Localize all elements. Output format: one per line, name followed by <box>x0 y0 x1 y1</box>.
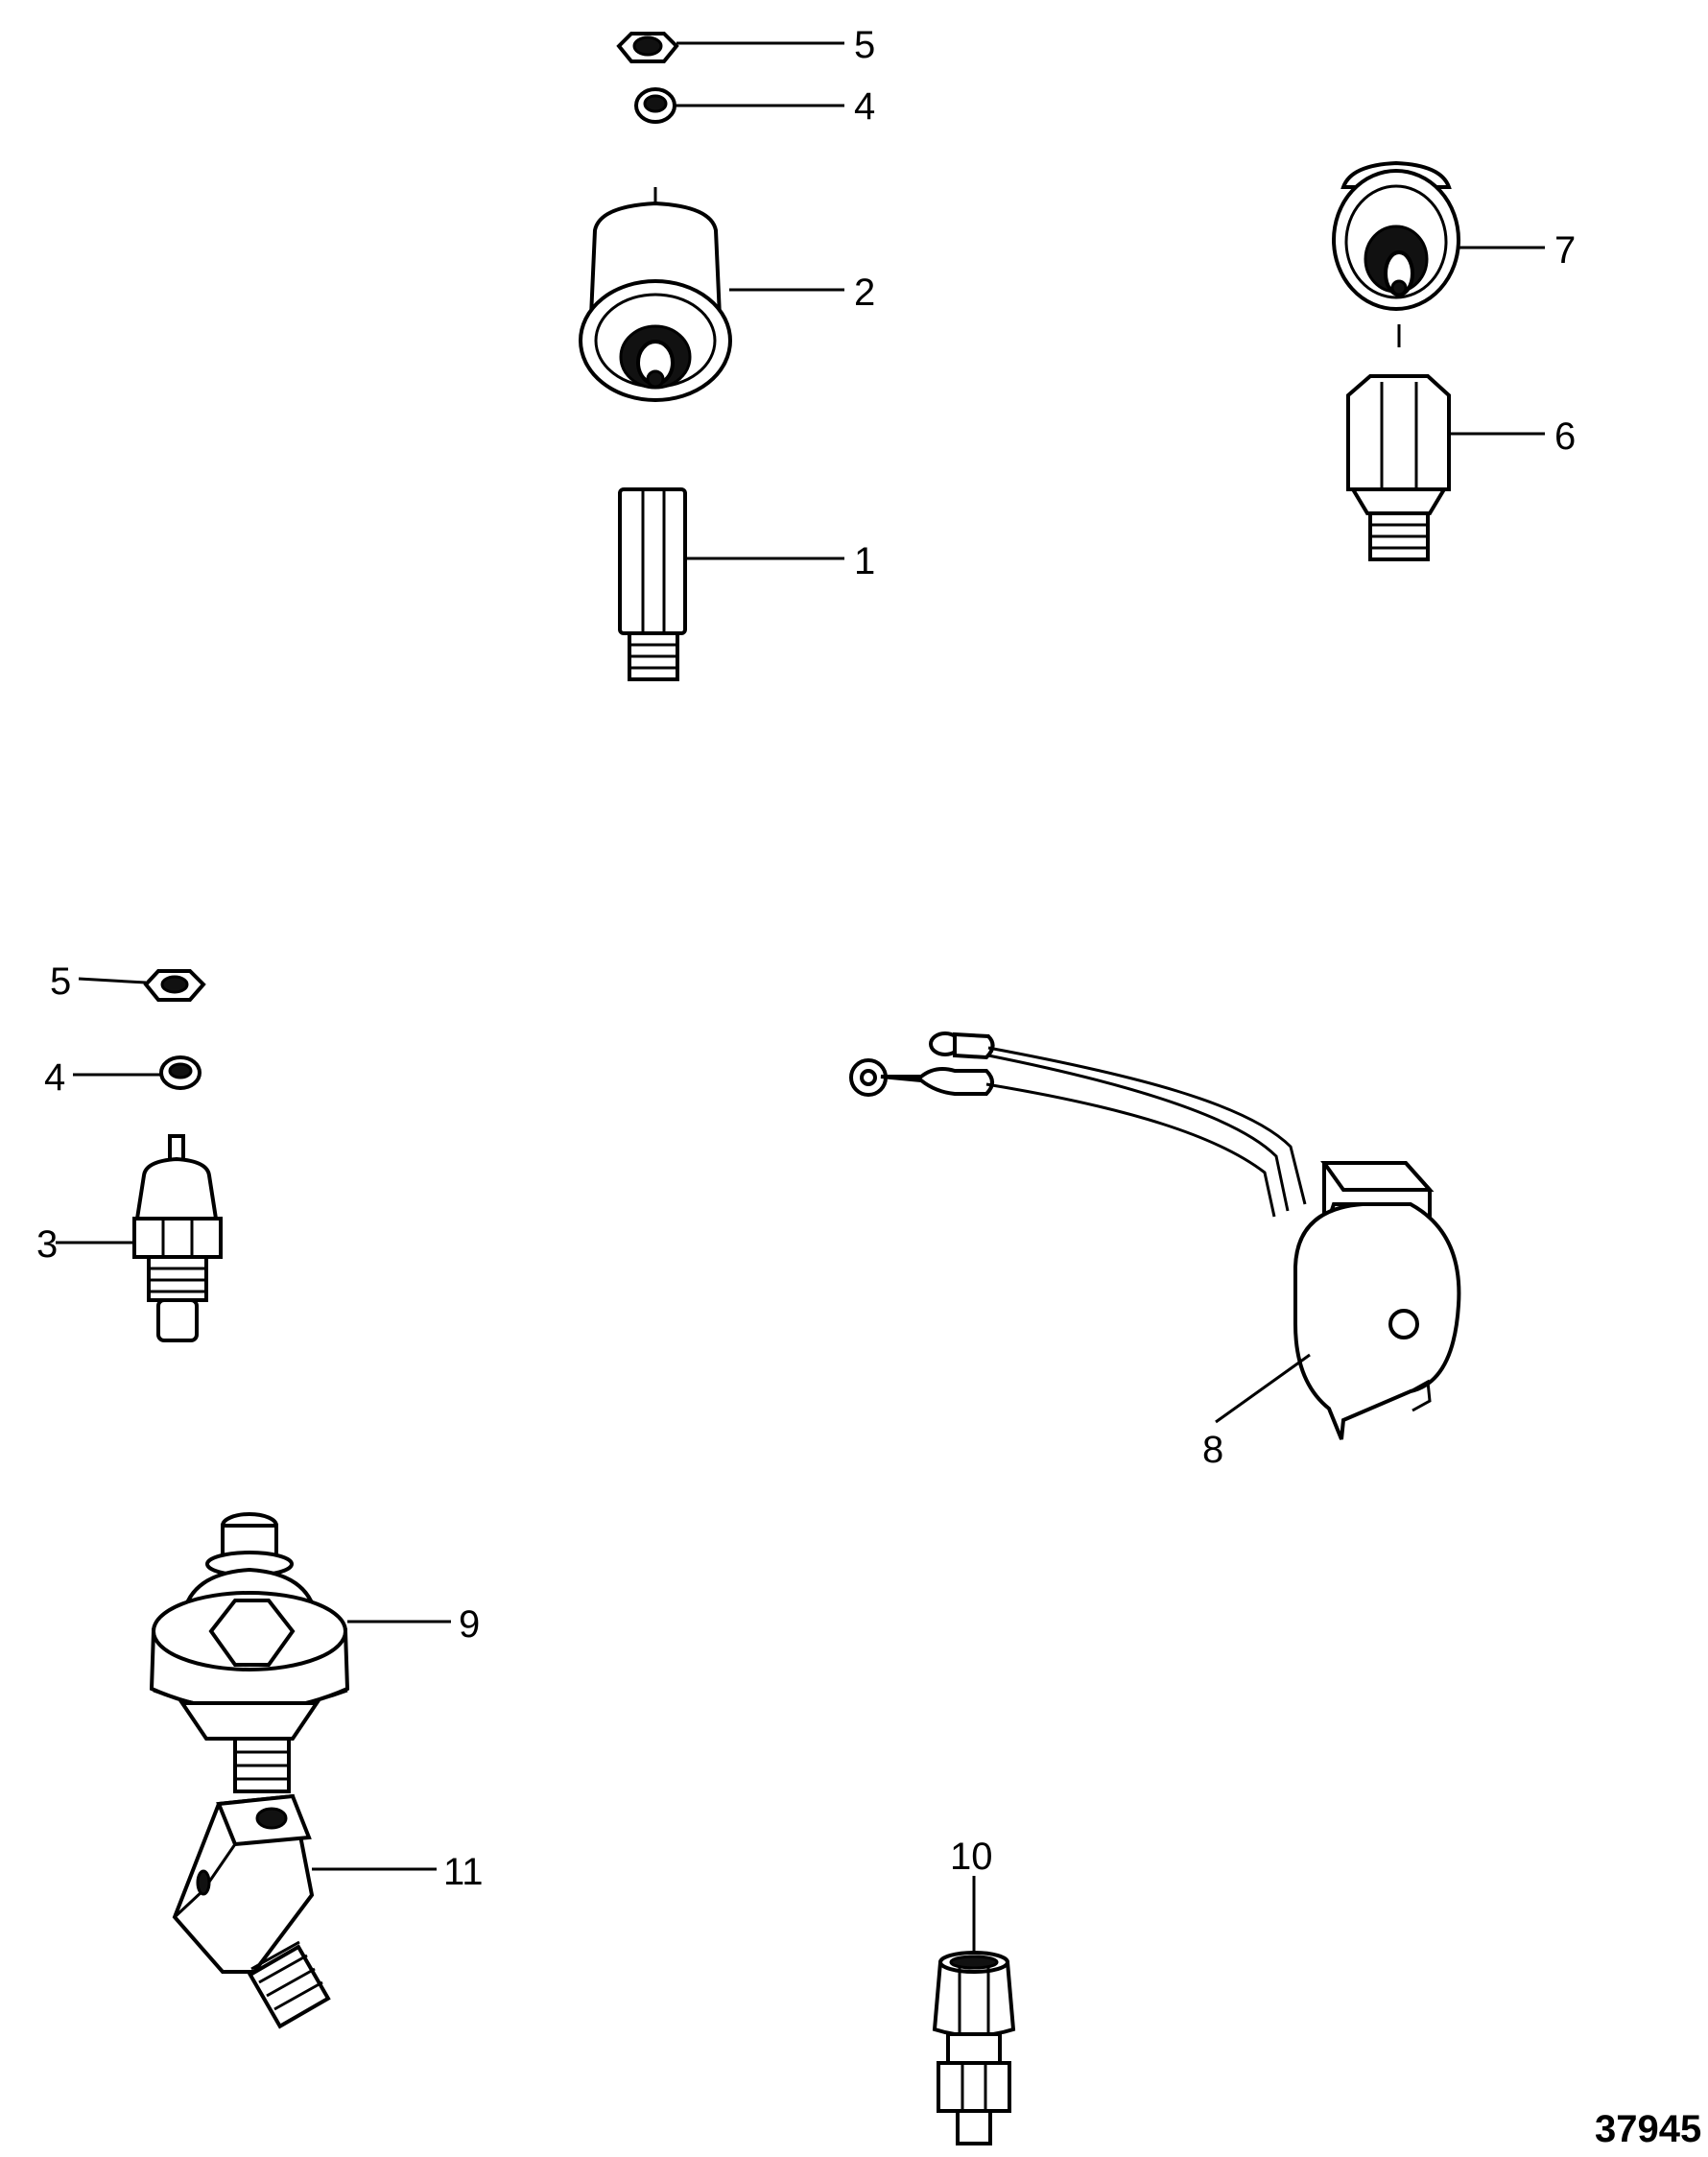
part-4-washer-top <box>634 87 844 124</box>
callout-5-top: 5 <box>854 24 875 66</box>
callout-5-left: 5 <box>50 960 71 1003</box>
part-5-nut-left <box>78 969 206 1002</box>
callout-1: 1 <box>854 540 875 582</box>
callout-11: 11 <box>443 1851 484 1893</box>
part-7-sender <box>1332 160 1545 347</box>
callout-6: 6 <box>1554 415 1576 458</box>
callout-7: 7 <box>1554 229 1576 272</box>
part-2-sender <box>579 187 844 402</box>
part-10-sensor <box>932 1876 1016 2145</box>
part-8-coil-harness <box>849 1031 1461 1440</box>
part-5-nut-top <box>616 32 844 63</box>
part-3-temp-sender <box>56 1134 223 1342</box>
callout-4-left: 4 <box>44 1056 65 1099</box>
part-1-adapter <box>618 487 844 681</box>
part-4-washer-left <box>73 1055 202 1090</box>
part-9-pressure-switch <box>149 1512 451 1793</box>
part-6-adapter <box>1346 374 1545 561</box>
figure-reference-number: 37945 <box>1595 2108 1701 2150</box>
callout-10: 10 <box>950 1836 993 1878</box>
callout-4-top: 4 <box>854 85 875 128</box>
callout-9: 9 <box>459 1603 480 1646</box>
callout-3: 3 <box>36 1223 58 1266</box>
callout-2: 2 <box>854 272 875 314</box>
callout-8: 8 <box>1202 1429 1223 1471</box>
part-11-elbow-fitting <box>172 1793 437 2029</box>
